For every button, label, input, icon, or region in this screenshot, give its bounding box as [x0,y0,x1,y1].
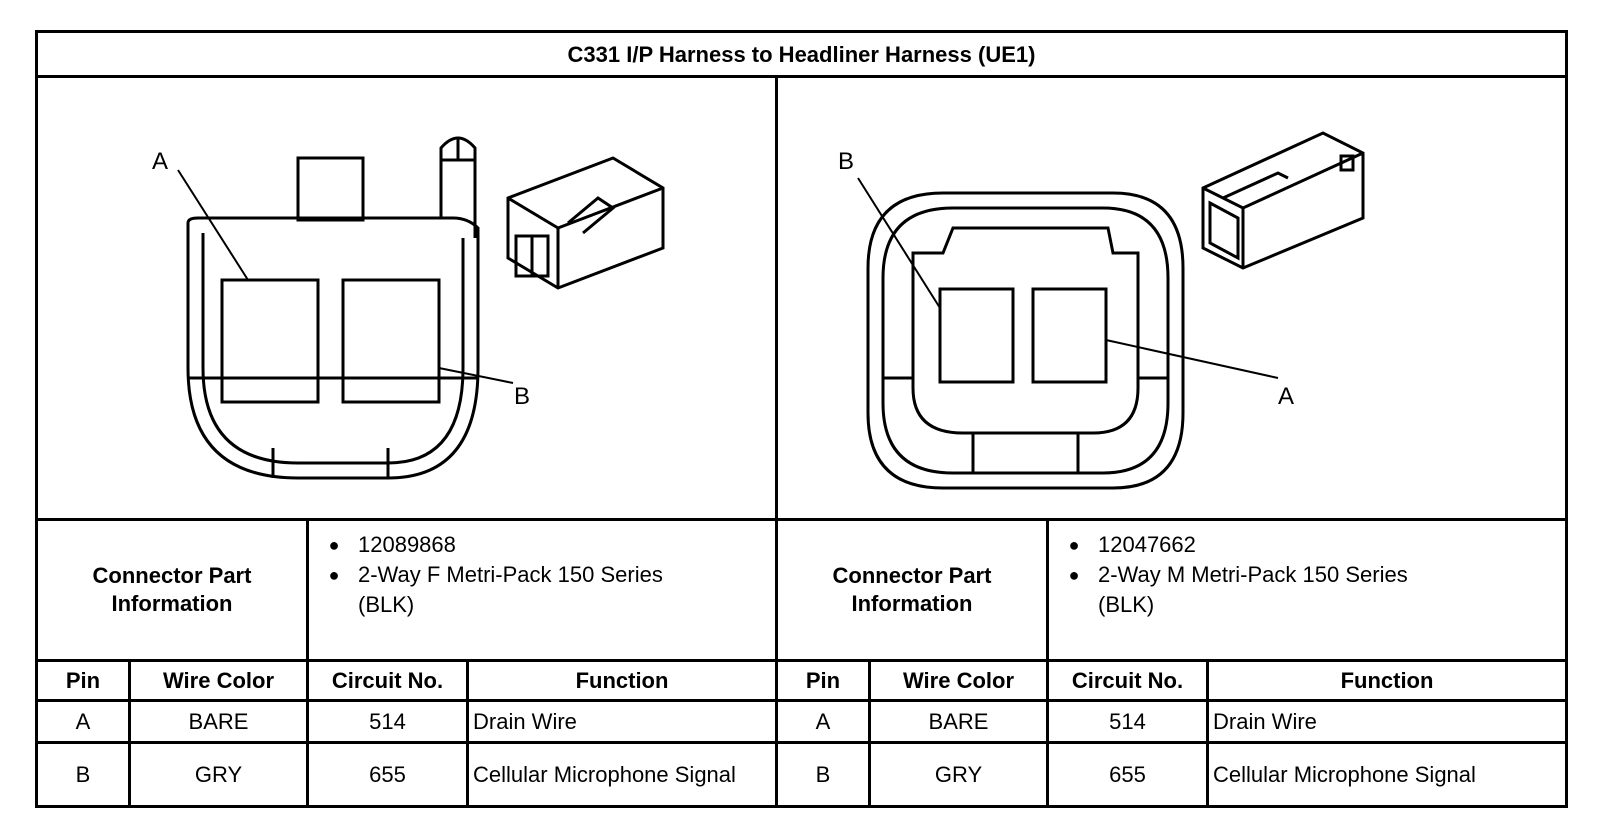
connector-part-label: Connector Part Information [832,563,992,616]
table-cell-pin: B [815,761,831,787]
part-number: 12047662 [1098,532,1196,557]
table-cell-wire-color: BARE [188,708,249,734]
divider [1206,659,1209,805]
column-header-function: Function [575,667,669,693]
table-cell-function: Cellular Microphone Signal [1213,761,1476,787]
part-description: 2-Way M Metri-Pack 150 Series (BLK) [1098,562,1408,617]
divider [38,699,1565,702]
part-number-item: ● 12047662 [1050,530,1560,560]
divider [38,659,1565,662]
column-header-wire-color: Wire Color [902,667,1015,693]
column-header-wire-color: Wire Color [162,667,275,693]
part-info-list: ● 12089868 ● 2-Way F Metri-Pack 150 Seri… [310,530,770,620]
divider [38,518,1565,521]
part-number-item: ● 12089868 [310,530,770,560]
connector-table: C331 I/P Harness to Headliner Harness (U… [35,30,1568,808]
divider [868,659,871,805]
table-cell-circuit-no: 514 [1109,708,1146,734]
table-cell-wire-color: GRY [934,761,983,787]
table-cell-function: Drain Wire [473,708,577,734]
connector-part-label: Connector Part Information [92,563,252,616]
table-cell-circuit-no: 514 [369,708,406,734]
part-description-item: ● 2-Way M Metri-Pack 150 Series (BLK) [1050,560,1560,620]
divider [306,521,309,805]
part-number: 12089868 [358,532,456,557]
column-header-circuit-no: Circuit No. [1071,667,1184,693]
divider [38,741,1565,744]
divider [38,75,1565,78]
table-cell-wire-color: BARE [928,708,989,734]
table-cell-circuit-no: 655 [369,761,406,787]
column-header-circuit-no: Circuit No. [331,667,444,693]
table-cell-circuit-no: 655 [1109,761,1146,787]
pin-label-a: A [152,148,169,175]
connector-title: C331 I/P Harness to Headliner Harness (U… [567,42,1036,67]
part-info-list: ● 12047662 ● 2-Way M Metri-Pack 150 Seri… [1050,530,1560,620]
column-header-function: Function [1340,667,1434,693]
part-description: 2-Way F Metri-Pack 150 Series (BLK) [358,562,663,617]
table-cell-pin: A [815,708,831,734]
part-description-item: ● 2-Way F Metri-Pack 150 Series (BLK) [310,560,770,620]
bullet-icon: ● [328,535,340,555]
column-header-pin: Pin [65,667,101,693]
pin-label-b: B [838,148,855,175]
female-connector-diagram [177,136,665,480]
divider [466,659,469,805]
table-cell-wire-color: GRY [194,761,243,787]
divider [775,75,778,805]
pin-label-b: B [514,383,531,410]
table-cell-function: Cellular Microphone Signal [473,761,736,787]
pin-label-a: A [1278,383,1295,410]
column-header-pin: Pin [805,667,841,693]
divider [1046,521,1049,659]
bullet-icon: ● [1068,565,1080,585]
bullet-icon: ● [328,565,340,585]
table-cell-function: Drain Wire [1213,708,1317,734]
table-cell-pin: B [75,761,91,787]
male-connector-diagram [857,131,1365,490]
table-cell-pin: A [75,708,91,734]
divider [1046,659,1049,805]
bullet-icon: ● [1068,535,1080,555]
divider [128,659,131,805]
